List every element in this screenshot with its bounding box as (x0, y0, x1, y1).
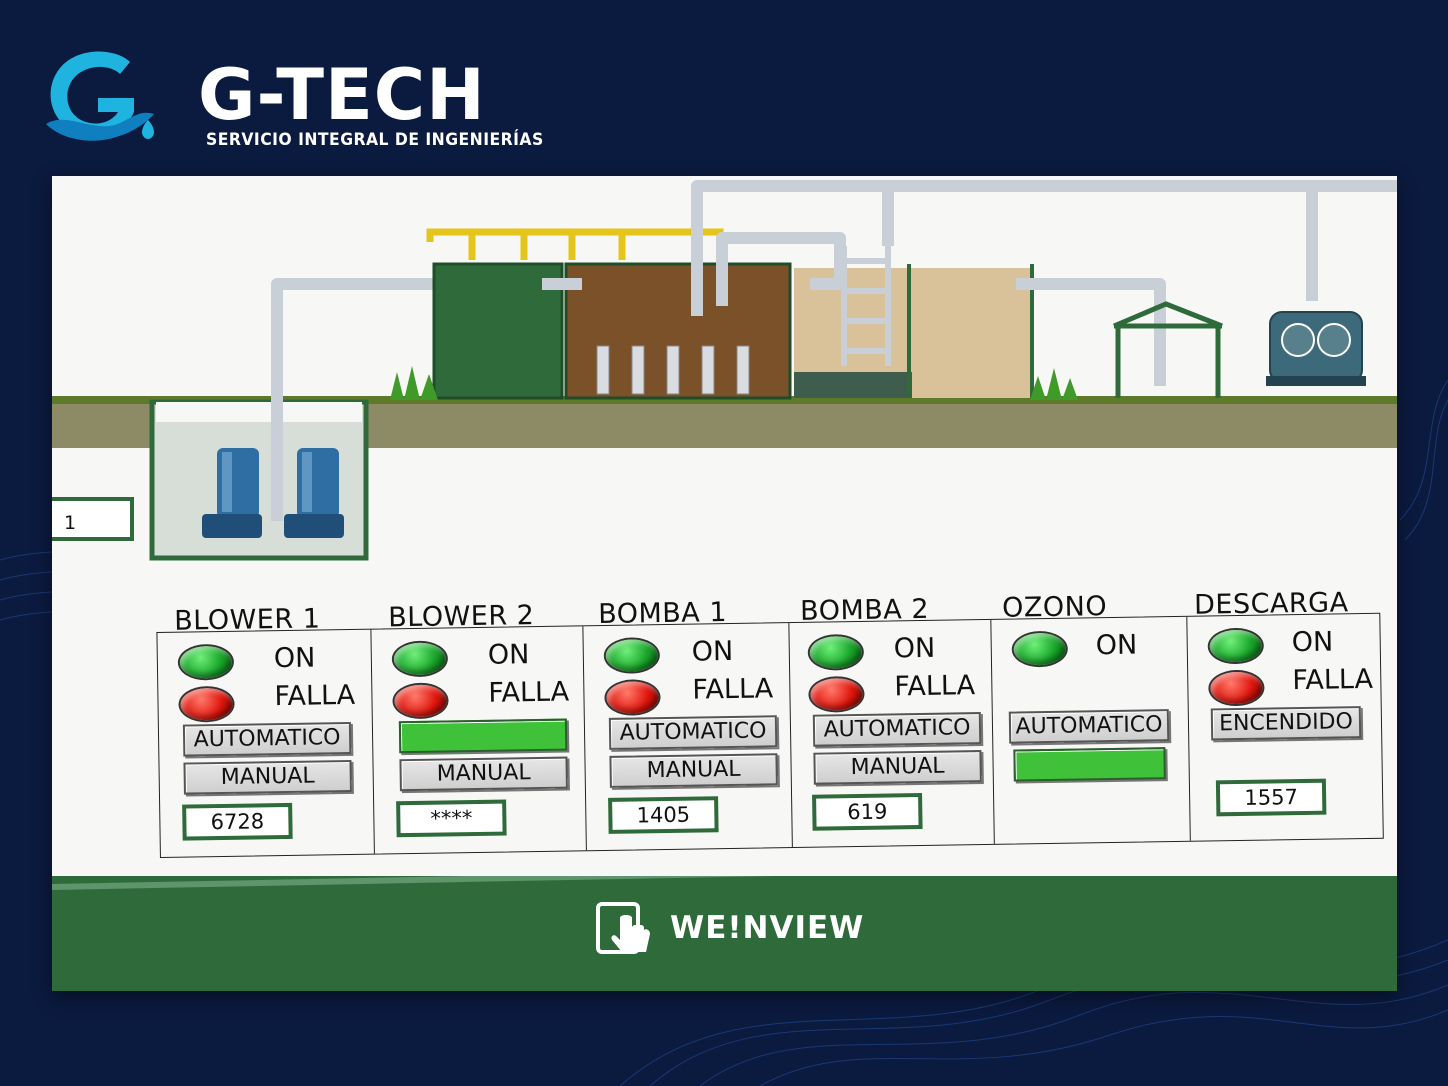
manual-mode-button[interactable]: MANUAL (183, 759, 352, 795)
weinview-wordmark: WE!NVIEW (670, 910, 865, 946)
submersible-pump-1 (202, 448, 262, 538)
hour-meter-readout[interactable]: 6728 (182, 802, 293, 841)
on-label: ON (893, 632, 936, 665)
on-indicator-light (1013, 632, 1067, 666)
hour-meter-readout[interactable]: 619 (812, 792, 923, 831)
on-indicator-light (809, 635, 863, 669)
level-counter: 1 (52, 497, 134, 541)
on-indicator-light (1209, 629, 1263, 663)
shed (1113, 301, 1223, 398)
company-tagline: SERVICIO INTEGRAL DE INGENIERÍAS (206, 130, 544, 150)
fault-label: FALLA (274, 679, 356, 713)
fault-label: FALLA (488, 676, 570, 709)
hour-meter-readout[interactable]: 1405 (608, 796, 719, 834)
hour-meter-readout[interactable]: **** (396, 799, 507, 838)
on-indicator-light (393, 642, 447, 676)
weinview-brand: WE!NVIEW (594, 898, 864, 958)
device-cell-bomba-2: ON FALLA AUTOMATICO MANUAL 619 (789, 619, 995, 848)
grass (390, 366, 1078, 400)
on-indicator-light (179, 645, 233, 679)
railing (426, 228, 724, 260)
power-state-button[interactable]: ENCENDIDO (1210, 706, 1362, 741)
g-wave-logo-icon (46, 51, 154, 141)
fault-label: FALLA (894, 670, 976, 703)
hour-meter-readout[interactable]: 1557 (1215, 778, 1327, 817)
air-pipes (542, 180, 1397, 386)
manual-mode-button[interactable]: MANUAL (813, 750, 982, 785)
manual-mode-button[interactable]: MANUAL (609, 753, 778, 788)
on-label: ON (487, 639, 530, 671)
hmi-footer-bar (52, 876, 1397, 991)
on-label: ON (691, 635, 734, 668)
auto-mode-button[interactable]: AUTOMATICO (182, 721, 352, 757)
auto-mode-button[interactable] (398, 718, 568, 754)
fault-label: FALLA (692, 673, 774, 706)
auto-mode-button[interactable]: AUTOMATICO (812, 712, 982, 747)
device-cell-blower-2: ON FALLA MANUAL **** (371, 626, 587, 854)
company-name: G-TECH (198, 54, 486, 136)
device-grid: ON FALLA AUTOMATICO MANUAL 6728 ON FALLA… (156, 612, 1384, 858)
device-cell-bomba-1: ON FALLA AUTOMATICO MANUAL 1405 (583, 623, 793, 851)
manual-mode-button[interactable]: MANUAL (399, 756, 568, 792)
blower-unit (1266, 311, 1366, 386)
fault-indicator-light (180, 687, 233, 721)
on-label: ON (1291, 626, 1334, 659)
ozone-run-button[interactable] (1013, 747, 1166, 782)
submersible-pump-2 (284, 448, 344, 538)
fault-indicator-light (394, 684, 447, 718)
hmi-screen: 1 BLOWER 1 BLOWER 2 BOMBA 1 BOMBA 2 OZON… (52, 176, 1397, 991)
on-indicator-light (605, 639, 659, 672)
fault-indicator-light (606, 681, 659, 714)
diffusers (596, 345, 750, 395)
device-cell-ozono: ON AUTOMATICO (991, 616, 1191, 844)
green-tank (432, 262, 564, 400)
on-label: ON (273, 642, 316, 675)
fault-indicator-light (1210, 671, 1263, 705)
device-cell-descarga: ON FALLA ENCENDIDO 1557 (1187, 614, 1384, 841)
device-cell-blower-1: ON FALLA AUTOMATICO MANUAL 6728 (157, 629, 375, 857)
device-status-table: BLOWER 1 BLOWER 2 BOMBA 1 BOMBA 2 OZONO … (156, 587, 1392, 866)
fault-indicator-light (810, 677, 863, 711)
plant-process-diagram (52, 180, 1397, 561)
auto-mode-button[interactable]: AUTOMATICO (1008, 709, 1170, 744)
company-logo: G-TECH SERVICIO INTEGRAL DE INGENIERÍAS (38, 40, 543, 160)
auto-mode-button[interactable]: AUTOMATICO (608, 715, 778, 750)
on-label: ON (1095, 629, 1138, 662)
fault-label: FALLA (1292, 663, 1374, 697)
touch-hand-icon (596, 902, 650, 954)
